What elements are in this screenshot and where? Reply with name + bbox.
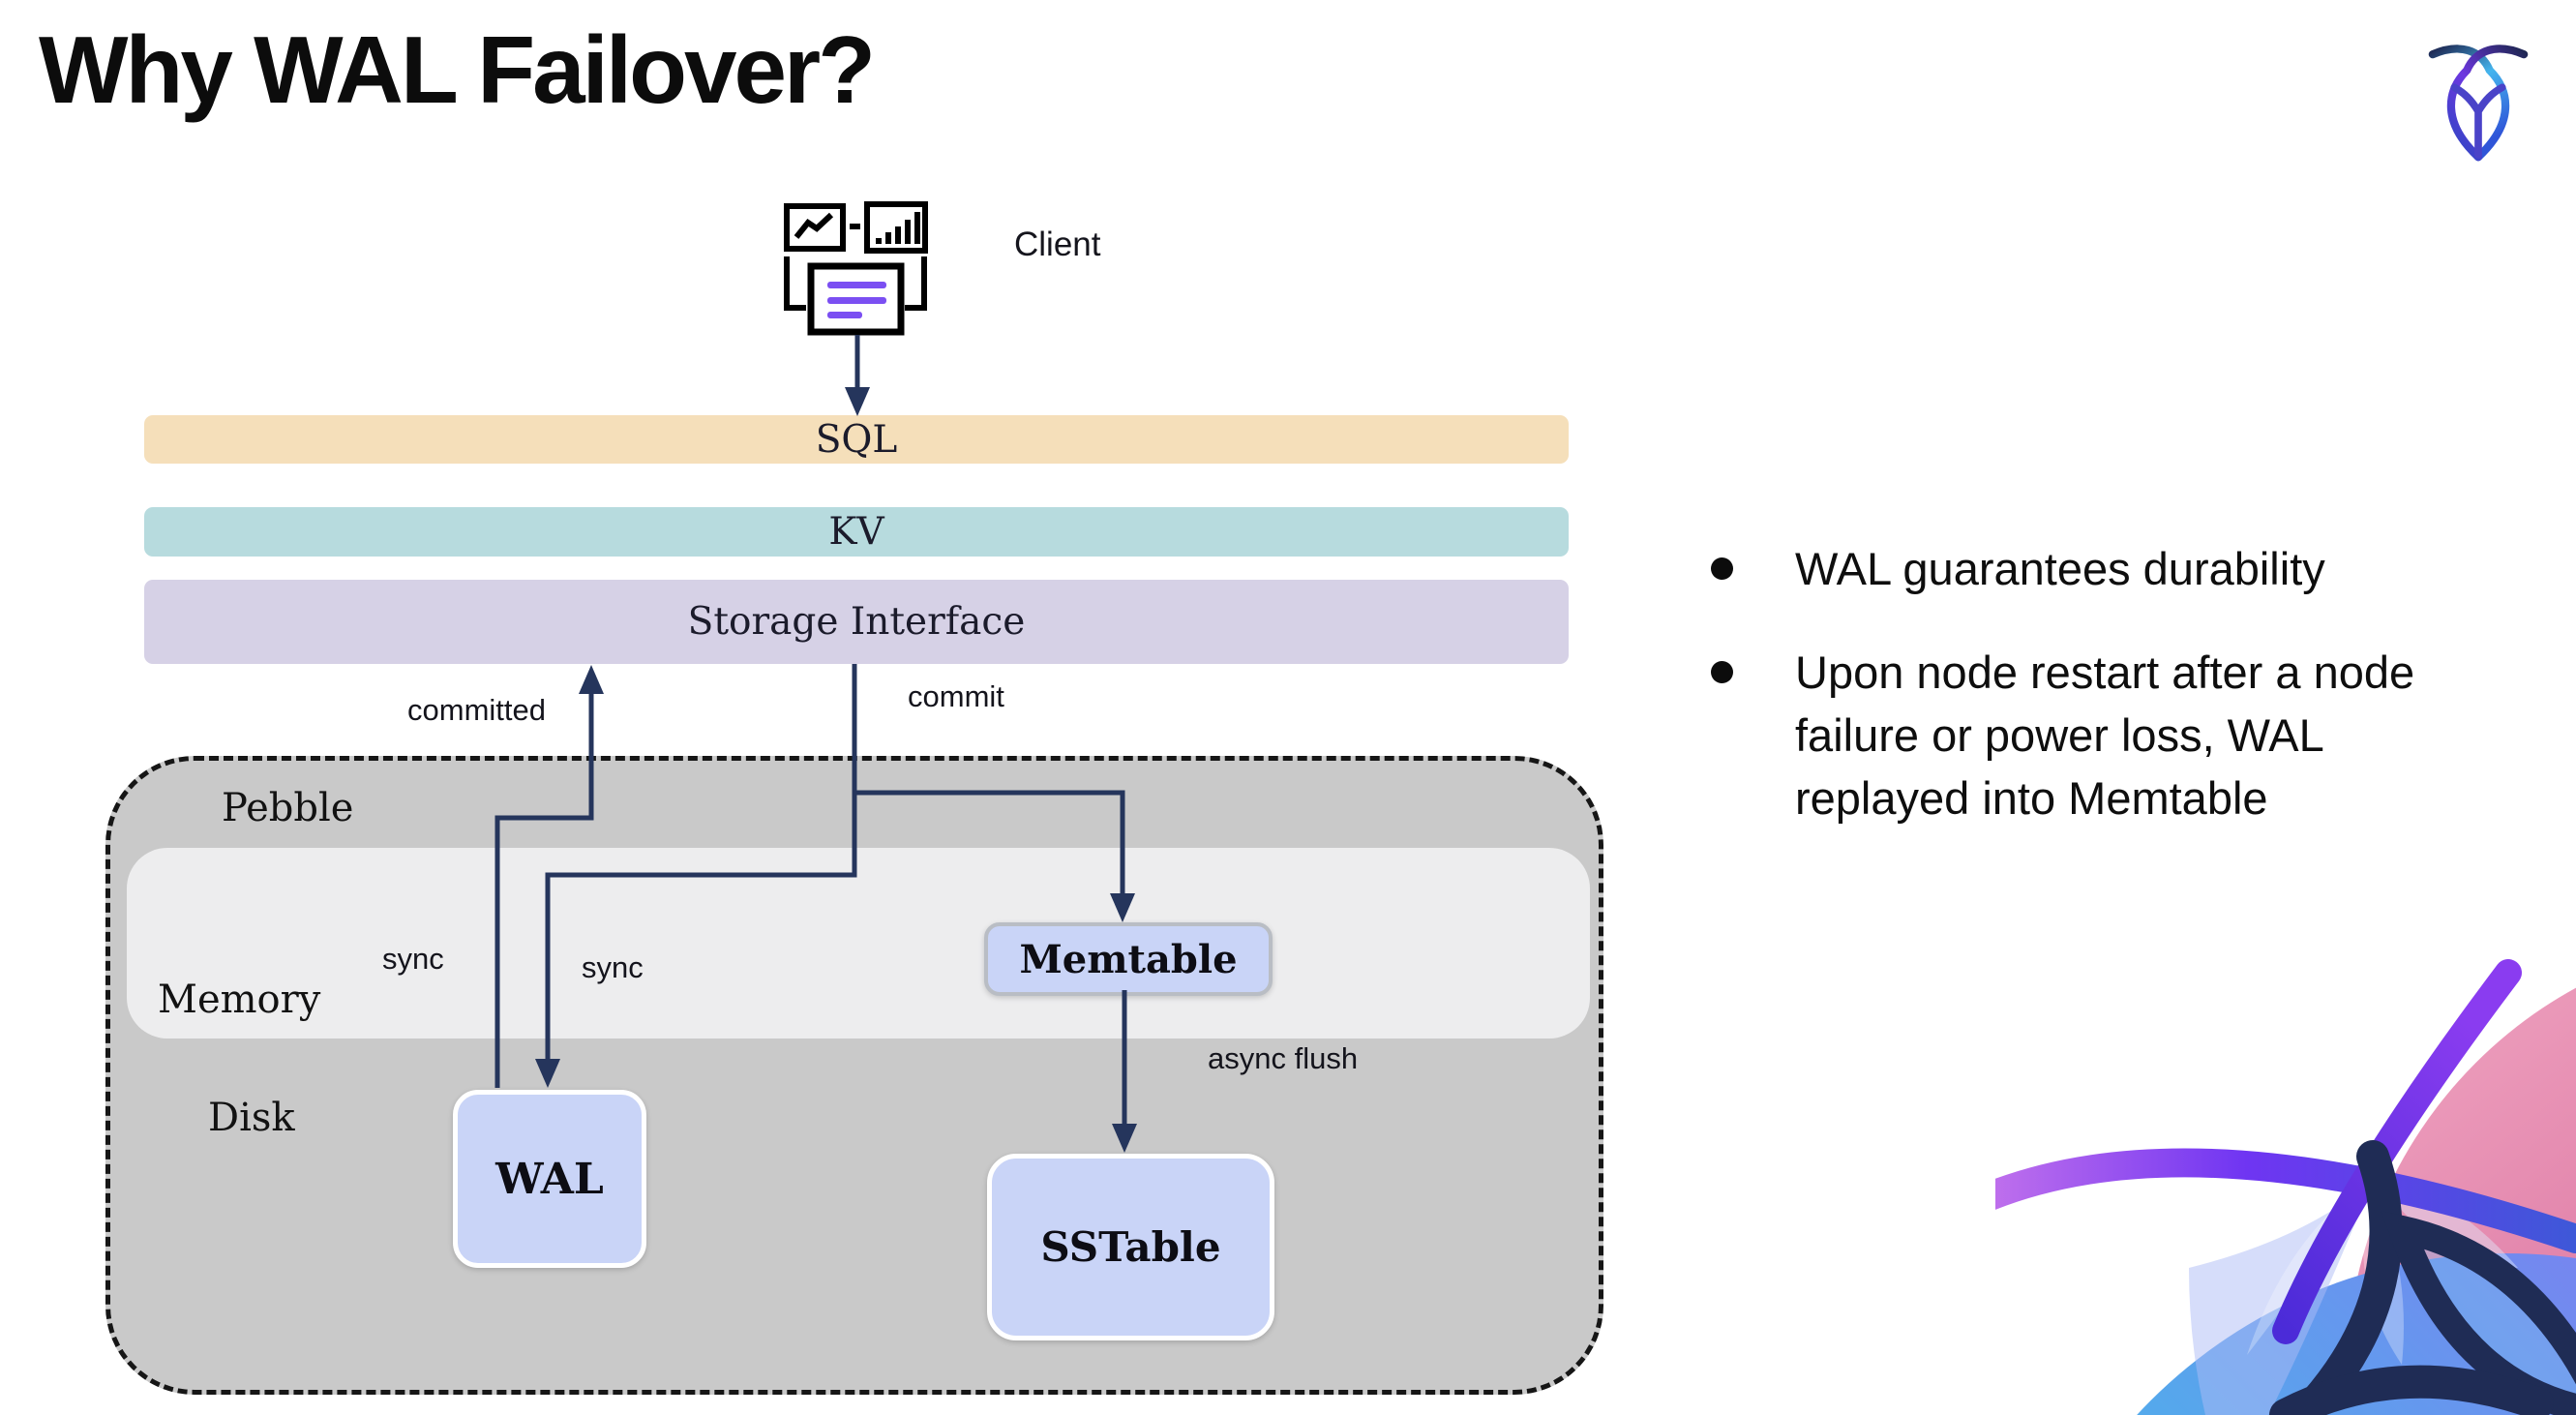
brand-corner-art — [1995, 959, 2576, 1415]
bar-4 — [914, 212, 920, 244]
bullet-text: WAL guarantees durability — [1795, 543, 2325, 594]
memory-region — [127, 848, 1590, 1039]
bullet-dot-icon — [1711, 557, 1733, 580]
commit-label: commit — [908, 679, 1004, 713]
bar-2 — [895, 226, 901, 244]
bar-chart-icon — [864, 201, 928, 254]
page-title: Why WAL Failover? — [39, 16, 876, 123]
sync-right-label: sync — [582, 950, 644, 984]
disk-label: Disk — [208, 1096, 295, 1140]
line-chart-icon — [784, 203, 846, 252]
sstable-node: SSTable — [987, 1154, 1274, 1340]
sstable-label: SSTable — [1040, 1223, 1221, 1271]
bar-dot — [876, 238, 882, 244]
logo-left-stroke — [2446, 45, 2529, 162]
storage-interface-layer-bar: Storage Interface — [144, 580, 1569, 664]
navy-leaf — [2381, 1211, 2576, 1415]
memory-label: Memory — [158, 978, 321, 1022]
async-flush-label: async flush — [1208, 1041, 1359, 1075]
cockroachdb-logo-icon — [2428, 45, 2529, 162]
logo-y-stroke — [2450, 83, 2506, 159]
committed-label: committed — [407, 693, 546, 727]
client-icon — [784, 201, 928, 336]
kv-layer-label: KV — [828, 510, 884, 554]
memtable-node: Memtable — [984, 922, 1273, 996]
kv-layer-bar: KV — [144, 507, 1569, 557]
dash-glyph — [850, 224, 860, 229]
bar-3 — [905, 220, 911, 244]
list-item: WAL guarantees durability — [1711, 538, 2485, 601]
navy-bottom-band — [2269, 1365, 2554, 1415]
sql-layer-bar: SQL — [144, 415, 1569, 464]
storage-interface-label: Storage Interface — [687, 600, 1026, 644]
bracket-left — [784, 256, 806, 311]
doc-line-3 — [827, 312, 862, 318]
doc-line-1 — [827, 282, 886, 288]
bar-1 — [885, 232, 891, 244]
pebble-label: Pebble — [222, 786, 354, 830]
purple-band-horizontal — [1995, 1148, 2576, 1253]
sql-layer-label: SQL — [815, 417, 898, 462]
sync-left-label: sync — [382, 942, 444, 976]
doc-line-2 — [827, 297, 886, 304]
bullet-list: WAL guarantees durability Upon node rest… — [1711, 538, 2485, 870]
bullet-text: Upon node restart after a node failure o… — [1795, 646, 2415, 824]
bullet-dot-icon — [1711, 660, 1733, 683]
list-item: Upon node restart after a node failure o… — [1711, 642, 2485, 830]
memtable-label: Memtable — [1019, 936, 1238, 982]
bracket-right — [905, 256, 927, 311]
wal-node: WAL — [453, 1090, 646, 1268]
wal-label: WAL — [495, 1154, 604, 1204]
client-label: Client — [1014, 226, 1101, 263]
logo-right-stroke — [2428, 45, 2510, 162]
line-chart-glyph — [794, 212, 834, 239]
